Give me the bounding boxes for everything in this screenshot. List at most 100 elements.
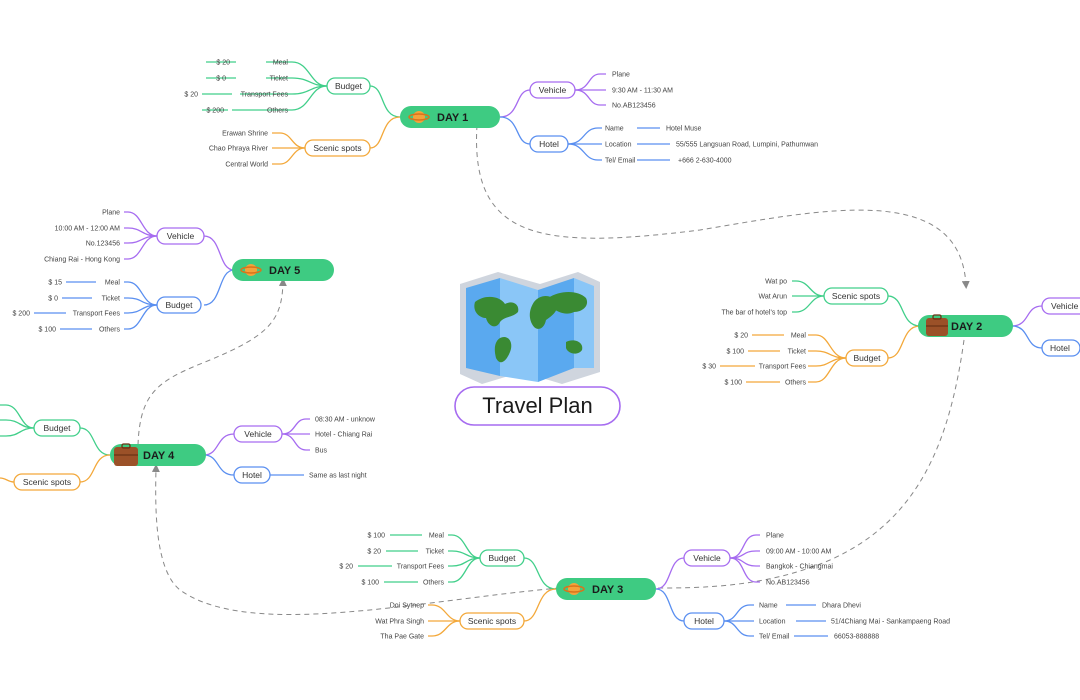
day-links	[137, 124, 970, 615]
day4-label: DAY 4	[143, 450, 175, 462]
day2-scenic-node[interactable]: Scenic spots	[823, 287, 889, 305]
svg-text:Budget: Budget	[854, 353, 882, 363]
day4-vehicle-node[interactable]: Vehicle	[233, 425, 283, 443]
link-day2-day3	[639, 339, 965, 589]
svg-text:Vehicle: Vehicle	[167, 231, 195, 241]
scenic-item: Doi Sytnep	[390, 603, 424, 610]
budget-amount: $ 20	[734, 333, 748, 340]
day3-budget-node[interactable]: Budget	[479, 549, 525, 567]
hotel-key: Tel/ Email	[605, 158, 636, 165]
svg-text:Scenic spots: Scenic spots	[23, 477, 71, 487]
day1-budget-node[interactable]: Budget	[326, 77, 371, 95]
budget-amount: $ 20	[216, 60, 230, 67]
vehicle-item: Bus	[315, 448, 328, 455]
svg-text:Vehicle: Vehicle	[539, 85, 567, 95]
day5-vehicle-node[interactable]: Vehicle	[156, 227, 205, 245]
day3-hotel-node[interactable]: Hotel	[683, 612, 725, 630]
day4-scenic-node[interactable]: Scenic spots	[13, 473, 81, 491]
day4-hotel-items: Same as last night	[309, 473, 367, 480]
hotel-value: +666 2-630-4000	[678, 158, 732, 165]
vehicle-item: No.AB123456	[612, 103, 656, 110]
day2-scenic-items: Wat po Wat Arun The bar of hotel's top	[721, 279, 787, 317]
day3-node[interactable]: DAY 3	[556, 578, 656, 600]
budget-amount: $ 100	[367, 533, 385, 540]
day2-branches	[792, 280, 1043, 383]
budget-amount: $ 20	[339, 564, 353, 571]
budget-amount: $ 15	[48, 280, 62, 287]
day1-vehicle-items: Plane 9:30 AM - 11:30 AM No.AB123456	[612, 72, 673, 110]
vehicle-item: 9:30 AM - 11:30 AM	[612, 88, 673, 95]
budget-amount: $ 0	[216, 76, 226, 83]
day3-scenic-items: Doi Sytnep Wat Phra Singh Tha Pae Gate	[375, 603, 424, 641]
scenic-item: Central World	[225, 162, 268, 169]
day2-vehicle-node[interactable]: Vehicle	[1041, 297, 1080, 315]
day2-label: DAY 2	[951, 321, 982, 333]
svg-text:Vehicle: Vehicle	[693, 553, 721, 563]
svg-text:Hotel: Hotel	[694, 616, 714, 626]
briefcase-icon	[926, 314, 948, 336]
day4-vehicle-items: 08:30 AM - unknow Hotel - Chiang Rai Bus	[315, 417, 376, 455]
vehicle-item: Chiang Rai - Hong Kong	[44, 257, 120, 264]
planet-icon	[563, 583, 585, 595]
budget-item: Transport Fees	[241, 92, 289, 99]
day1-vehicle-node[interactable]: Vehicle	[529, 81, 576, 99]
day4-node[interactable]: DAY 4	[110, 443, 206, 466]
day4-branches	[0, 404, 310, 483]
day4-budget-node[interactable]: Budget	[33, 419, 81, 437]
vehicle-item: No.123456	[86, 241, 120, 248]
day1-scenic-node[interactable]: Scenic spots	[304, 139, 371, 157]
budget-amount: $ 200	[12, 311, 30, 318]
hotel-value: Dhara Dhevi	[822, 603, 861, 610]
budget-item: Ticket	[270, 76, 288, 83]
world-map-icon	[460, 272, 600, 384]
day5-budget-items: $ 15 Meal $ 0 Ticket $ 200 Transport Fee…	[12, 280, 120, 334]
svg-text:Vehicle: Vehicle	[244, 429, 272, 439]
svg-text:Hotel: Hotel	[1050, 343, 1070, 353]
page-title: Travel Plan	[482, 393, 592, 418]
vehicle-item: 09:00 AM - 10:00 AM	[766, 549, 832, 556]
budget-item: Ticket	[426, 549, 444, 556]
day5-budget-node[interactable]: Budget	[156, 296, 202, 314]
budget-amount: $ 20	[184, 92, 198, 99]
day2-budget-node[interactable]: Budget	[845, 349, 889, 367]
day2-hotel-node[interactable]: Hotel	[1041, 339, 1080, 357]
scenic-item: Wat Arun	[758, 294, 787, 301]
day4-hotel-node[interactable]: Hotel	[233, 466, 271, 484]
day3-branches	[428, 534, 760, 637]
day1-budget-items: $ 20 Meal $ 0 Ticket $ 20 Transport Fees…	[184, 60, 288, 115]
vehicle-item: Plane	[102, 210, 120, 217]
planet-icon	[240, 264, 262, 276]
day3-vehicle-node[interactable]: Vehicle	[683, 549, 731, 567]
day3-scenic-node[interactable]: Scenic spots	[459, 612, 525, 630]
hotel-value: 55/555 Langsuan Road, Lumpini, Pathumwan	[676, 142, 818, 149]
hotel-item: Same as last night	[309, 473, 367, 480]
day1-branches	[232, 61, 606, 165]
svg-text:Scenic spots: Scenic spots	[313, 143, 361, 153]
scenic-item: Chao Phraya River	[209, 146, 269, 153]
budget-item: Transport Fees	[73, 311, 121, 318]
budget-item: Meal	[429, 533, 445, 540]
scenic-item: Tha Pae Gate	[380, 634, 424, 641]
day1-hotel-items: Name Hotel Muse Location 55/555 Langsuan…	[605, 126, 818, 165]
day5-node[interactable]: DAY 5	[232, 259, 334, 281]
vehicle-item: Bangkok - Chiangmai	[766, 564, 833, 571]
title-node[interactable]: Travel Plan	[454, 386, 621, 426]
budget-item: Ticket	[788, 349, 806, 356]
scenic-item: The bar of hotel's top	[721, 310, 787, 317]
budget-item: Meal	[273, 60, 289, 67]
day2-node[interactable]: DAY 2	[918, 314, 1013, 337]
budget-item: Meal	[105, 280, 121, 287]
day1-scenic-items: Erawan Shrine Chao Phraya River Central …	[209, 131, 269, 169]
budget-amount: $ 30	[702, 364, 716, 371]
budget-item: Others	[267, 108, 289, 115]
budget-item: Others	[423, 580, 445, 587]
budget-item: Others	[99, 327, 121, 334]
hotel-key: Name	[759, 603, 778, 610]
scenic-item: Erawan Shrine	[222, 131, 268, 138]
day1-hotel-node[interactable]: Hotel	[529, 135, 569, 153]
svg-text:Budget: Budget	[44, 423, 72, 433]
budget-amount: $ 100	[726, 349, 744, 356]
day5-branches	[124, 211, 235, 330]
day1-node[interactable]: DAY 1	[400, 106, 500, 128]
